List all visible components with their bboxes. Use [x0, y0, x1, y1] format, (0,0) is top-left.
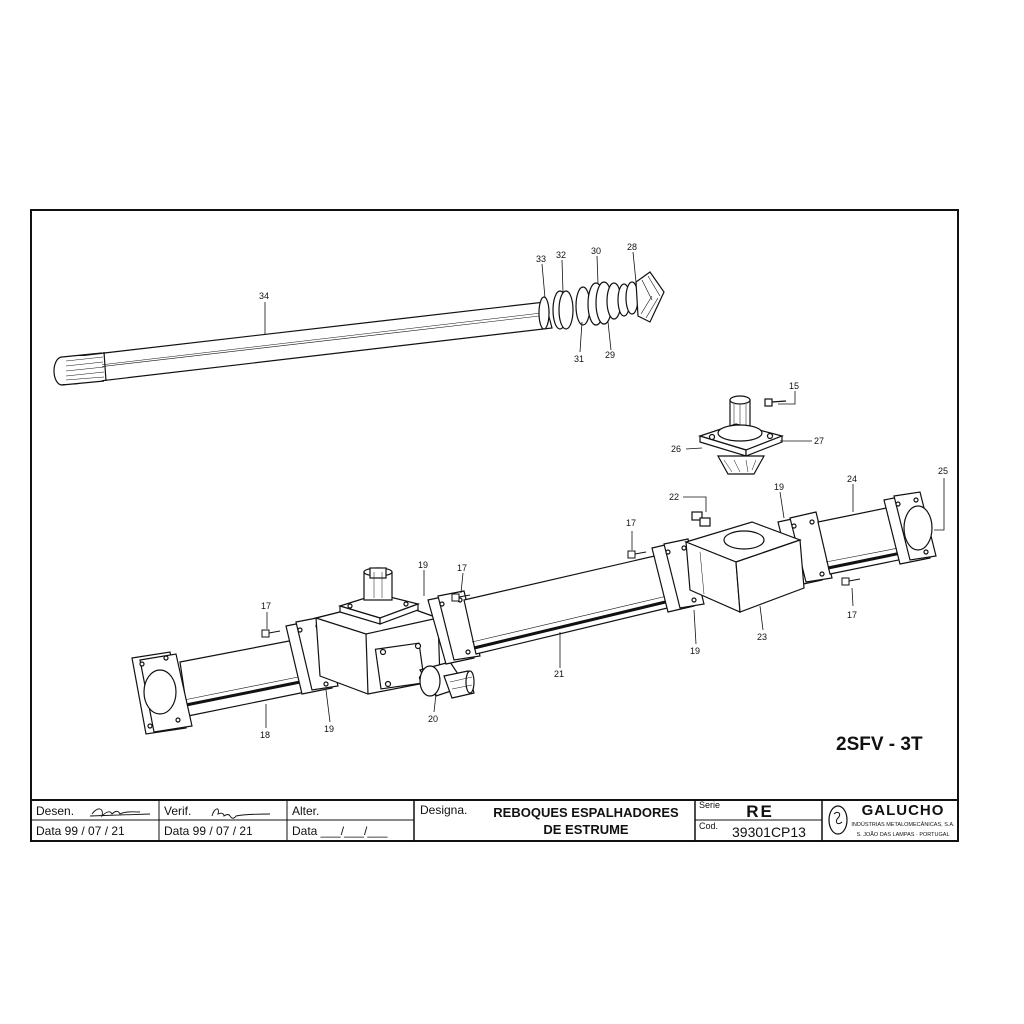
callout-28: 28 — [627, 242, 637, 252]
serie-value: RE — [746, 802, 774, 821]
callout-17-center: 17 — [457, 563, 467, 573]
callout-20: 20 — [428, 714, 438, 724]
long-splined-shaft — [53, 301, 553, 386]
right-gearbox — [684, 511, 805, 613]
company-location: S. JOÃO DAS LAMPAS · PORTUGAL — [856, 831, 949, 838]
model-code: 2SFV - 3T — [836, 734, 923, 755]
right-tube-with-flange — [817, 491, 937, 575]
verif-signature — [211, 808, 271, 819]
callout-19-center: 19 — [418, 560, 428, 570]
callout-29: 29 — [605, 350, 615, 360]
callout-17-middle: 17 — [626, 518, 636, 528]
company-logo — [828, 805, 848, 835]
company-name: GALUCHO — [862, 802, 945, 819]
cod-value: 39301CP13 — [732, 824, 806, 840]
title-block — [31, 799, 958, 841]
callout-25: 25 — [938, 466, 948, 476]
shaft-rings-and-bevel-gear — [538, 271, 665, 330]
callout-33: 33 — [536, 254, 546, 264]
verif-label: Verif. — [164, 804, 191, 818]
alter-date: Data ___/___/___ — [292, 824, 388, 838]
callout-27: 27 — [814, 436, 824, 446]
verif-date: Data 99 / 07 / 21 — [164, 824, 253, 838]
cod-label: Cod. — [699, 821, 718, 831]
desen-date: Data 99 / 07 / 21 — [36, 824, 125, 838]
callout-21: 21 — [554, 669, 564, 679]
desen-label: Desen. — [36, 804, 74, 818]
callout-30: 30 — [591, 246, 601, 256]
serie-label: Serie — [699, 800, 720, 810]
drawing-frame — [30, 209, 959, 842]
designation-line-1: REBOQUES ESPALHADORES — [493, 805, 679, 820]
pinion-housing-assembly — [698, 395, 787, 475]
designation-line-2: DE ESTRUME — [543, 822, 629, 837]
leader-lines — [264, 251, 945, 728]
callout-32: 32 — [556, 250, 566, 260]
left-tube-with-flange — [131, 636, 326, 735]
callout-19-lower: 19 — [690, 646, 700, 656]
callout-17-left: 17 — [261, 601, 271, 611]
desen-signature — [89, 808, 151, 818]
callout-labels: 34 33 32 30 28 31 29 15 27 26 25 24 19 2… — [259, 242, 948, 740]
callout-31: 31 — [574, 354, 584, 364]
callout-24: 24 — [847, 474, 857, 484]
bolts-17 — [261, 550, 861, 638]
callout-18: 18 — [260, 730, 270, 740]
designation-label: Designa. — [420, 803, 467, 817]
callout-15: 15 — [789, 381, 799, 391]
callout-34: 34 — [259, 291, 269, 301]
callout-17-right: 17 — [847, 610, 857, 620]
central-gearbox — [313, 567, 475, 699]
right-gearbox-flanges — [651, 511, 833, 613]
company-subtitle: INDÚSTRIAS METALOMECÂNICAS, S.A. — [851, 821, 955, 828]
callout-23: 23 — [757, 632, 767, 642]
alter-label: Alter. — [292, 804, 319, 818]
callout-19-upper: 19 — [774, 482, 784, 492]
callout-19-left: 19 — [324, 724, 334, 734]
callout-22: 22 — [669, 492, 679, 502]
middle-tube — [463, 551, 685, 655]
callout-26: 26 — [671, 444, 681, 454]
